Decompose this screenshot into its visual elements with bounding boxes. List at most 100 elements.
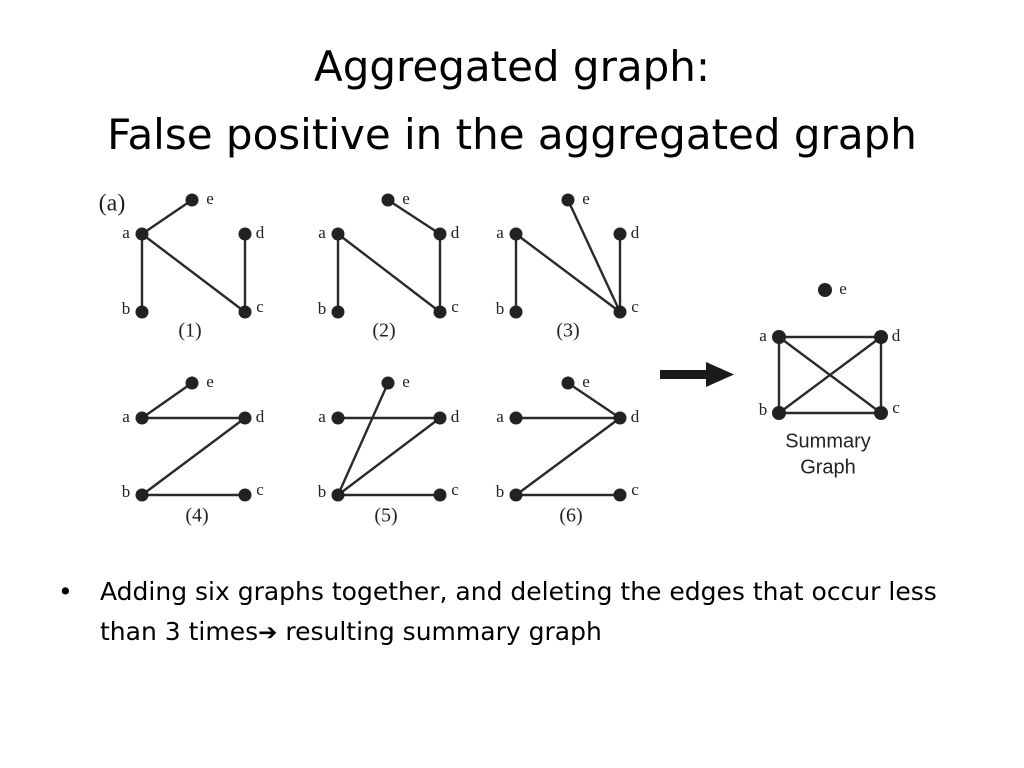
edge-a-c [141, 233, 246, 313]
node-d [238, 411, 252, 425]
node-c [238, 305, 252, 319]
edge-b-d [515, 417, 621, 496]
slide-title-line-2: False positive in the aggregated graph [107, 110, 917, 159]
node-label-b: b [496, 482, 505, 501]
node-d [238, 227, 252, 241]
node-label-a: a [122, 223, 130, 242]
node-label-e: e [206, 189, 214, 208]
node-label-b: b [122, 299, 131, 318]
summary-node-b [772, 406, 786, 420]
panel-label: (a) [99, 191, 126, 217]
node-label-b: b [122, 482, 131, 501]
graph-1: a b c d e (1) [122, 189, 265, 342]
node-e [185, 376, 199, 390]
node-b [509, 488, 523, 502]
node-c [433, 305, 447, 319]
edge-a-e [141, 199, 193, 235]
node-a [509, 411, 523, 425]
bullet-text: Adding six graphs together, and deleting… [100, 572, 960, 653]
bullet-text-part-1: Adding six graphs together, and deleting… [100, 577, 937, 646]
summary-node-label-b: b [759, 400, 768, 419]
node-label-c: c [256, 297, 264, 316]
node-a [509, 227, 523, 241]
node-label-a: a [122, 407, 130, 426]
summary-node-c [874, 406, 888, 420]
node-label-e: e [206, 372, 214, 391]
node-label-a: a [496, 223, 504, 242]
summary-node-label-e: e [839, 279, 847, 298]
node-label-b: b [318, 482, 327, 501]
node-label-d: d [256, 223, 265, 242]
node-e [381, 193, 395, 207]
graph-label-3: (3) [556, 320, 579, 342]
node-label-d: d [631, 223, 640, 242]
edge-e-d [387, 198, 441, 236]
graph-label-1: (1) [178, 320, 201, 342]
node-e [561, 376, 575, 390]
summary-node-label-c: c [892, 398, 900, 417]
graph-4: a b c d e (4) [122, 372, 265, 527]
node-c [238, 488, 252, 502]
bullet-text-part-2: resulting summary graph [277, 617, 602, 646]
node-d [433, 411, 447, 425]
node-label-e: e [582, 372, 590, 391]
node-label-d: d [256, 407, 265, 426]
graph-label-5: (5) [374, 505, 397, 527]
edge-a-c [515, 233, 621, 313]
node-label-e: e [582, 189, 590, 208]
graph-6: a b c d e (6) [496, 372, 640, 527]
edge-e-c [566, 199, 622, 313]
summary-graph-label-line-2: Graph [800, 456, 856, 478]
graph-label-2: (2) [372, 320, 395, 342]
node-b [331, 305, 345, 319]
summary-edge-b-d [778, 336, 882, 414]
node-e [381, 376, 395, 390]
node-d [613, 411, 627, 425]
graph-2: a b c d e (2) [318, 189, 460, 342]
edge-b-d [141, 417, 246, 496]
node-label-b: b [496, 299, 505, 318]
node-label-e: e [402, 372, 410, 391]
node-b [509, 305, 523, 319]
edge-b-e [336, 382, 390, 496]
node-e [185, 193, 199, 207]
summary-node-e [818, 283, 832, 297]
bullet-symbol: • [58, 577, 73, 606]
node-label-c: c [631, 480, 639, 499]
graph-3: a b c d e (3) [496, 189, 640, 342]
node-e [561, 193, 575, 207]
node-c [613, 305, 627, 319]
node-b [331, 488, 345, 502]
node-label-b: b [318, 299, 327, 318]
node-label-d: d [451, 407, 460, 426]
node-label-d: d [451, 223, 460, 242]
edge-a-e [141, 382, 193, 419]
aggregation-arrow-icon [660, 362, 734, 387]
node-label-d: d [631, 407, 640, 426]
node-a [135, 227, 149, 241]
graph-label-4: (4) [185, 505, 208, 527]
node-label-c: c [256, 480, 264, 499]
node-b [135, 488, 149, 502]
node-a [331, 411, 345, 425]
edge-a-c [337, 233, 441, 313]
summary-node-d [874, 330, 888, 344]
node-label-c: c [631, 297, 639, 316]
node-label-c: c [451, 297, 459, 316]
summary-node-label-d: d [892, 326, 901, 345]
edge-e-d [567, 382, 621, 419]
summary-node-label-a: a [759, 326, 767, 345]
summary-node-a [772, 330, 786, 344]
node-label-c: c [451, 480, 459, 499]
node-d [433, 227, 447, 241]
graph-label-6: (6) [559, 505, 582, 527]
node-label-e: e [402, 189, 410, 208]
node-label-a: a [318, 223, 326, 242]
node-label-a: a [496, 407, 504, 426]
node-c [433, 488, 447, 502]
node-d [613, 227, 627, 241]
